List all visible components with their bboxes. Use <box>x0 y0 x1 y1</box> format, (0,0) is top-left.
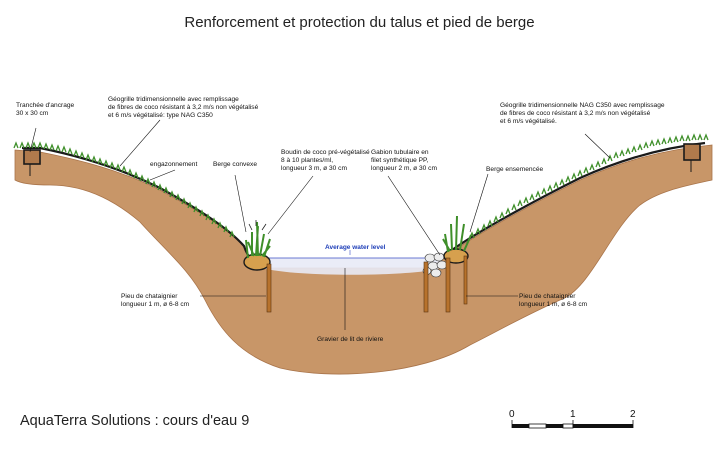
label-geogrid-right: Géogrille tridimensionnelle NAG C350 ave… <box>500 102 665 125</box>
anchor-trench-left <box>23 149 41 176</box>
label-gravel: Gravier de lit de riviere <box>317 336 384 343</box>
water-level-label: Average water level <box>325 244 386 251</box>
stake-right-1 <box>423 261 429 313</box>
geogrid-right <box>451 141 706 251</box>
grass-right <box>469 133 709 239</box>
stake-left <box>266 263 272 313</box>
anchor-trench-right <box>683 143 701 172</box>
scale-label-1: 1 <box>570 409 576 420</box>
scale-bar <box>511 420 634 429</box>
label-stake-right: Pieu de chataignier longueur 1 m, ø 6-8 … <box>519 293 588 308</box>
page-title: Renforcement et protection du talus et p… <box>184 14 535 31</box>
coir-roll-left <box>243 220 271 271</box>
scale-label-0: 0 <box>509 409 515 420</box>
label-stake-left: Pieu de chataignier longueur 1 m, ø 6-8 … <box>121 293 190 308</box>
label-seeded-bank: Berge ensemencée <box>486 166 544 173</box>
grass-left <box>13 141 235 238</box>
label-grassing: engazonnement <box>150 161 198 168</box>
water-body <box>262 258 440 275</box>
leader-lines <box>29 119 611 330</box>
label-gabion: Gabion tubulaire en filet synthétique PP… <box>371 149 437 172</box>
scale-label-2: 2 <box>630 409 636 420</box>
label-geogrid-left: Géogrille tridimensionnelle avec remplis… <box>108 96 259 119</box>
label-convex-bank: Berge convexe <box>213 161 257 168</box>
footer-company: AquaTerra Solutions : cours d'eau 9 <box>20 413 250 429</box>
label-anchor-trench: Tranchée d'ancrage 30 x 30 cm <box>16 102 75 117</box>
stake-right-3 <box>463 255 468 305</box>
label-coir-roll: Boudin de coco pré-végétalisé 8 à 10 pla… <box>281 149 370 172</box>
stake-right-2 <box>445 257 451 313</box>
